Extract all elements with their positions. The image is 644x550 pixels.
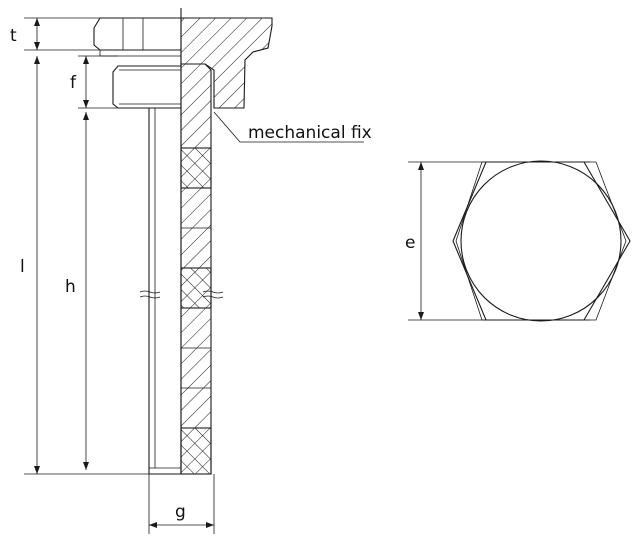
label-f: f [70, 73, 77, 93]
hex-chamfer [455, 161, 627, 321]
break-line-right [202, 290, 224, 294]
label-l: l [20, 257, 25, 277]
hex-head-outline [93, 17, 181, 51]
dimensions [24, 17, 590, 534]
label-t: t [10, 26, 17, 46]
seal-block-2 [180, 267, 212, 309]
side-view-section [180, 17, 273, 475]
label-g: g [175, 502, 186, 522]
mechanical-fix-leader [213, 111, 364, 143]
break-line-left-2 [139, 295, 161, 299]
thread-outline [112, 65, 181, 109]
break-line-left [139, 290, 161, 294]
label-h: h [65, 277, 76, 297]
seal-block-1 [180, 147, 212, 189]
tube-bottom [148, 468, 181, 475]
side-view-exterior [93, 17, 181, 475]
head-groove [252, 47, 269, 53]
label-mechanical-fix: mechanical fix [248, 123, 372, 143]
hex-inscribed-circle [460, 160, 622, 322]
break-line-right-2 [202, 295, 224, 299]
label-e: e [405, 233, 415, 253]
hex-top-view [452, 160, 631, 322]
head-underside [99, 50, 181, 57]
seal-block-3 [180, 427, 212, 475]
hex-outline [452, 161, 631, 321]
dim-t-arrows [34, 18, 40, 50]
dim-g-arrows [149, 522, 214, 528]
